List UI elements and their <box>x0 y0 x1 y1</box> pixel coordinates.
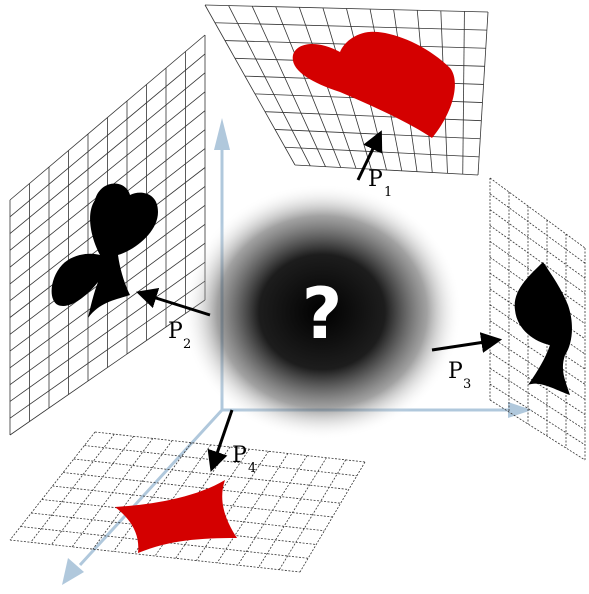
grid-line <box>204 4 296 166</box>
grid-line <box>275 6 342 168</box>
grid-line <box>9 53 206 218</box>
grid-line <box>298 7 357 169</box>
label-p2-index: 2 <box>183 337 191 352</box>
grid-line <box>489 177 586 249</box>
grid-line <box>489 336 586 400</box>
grid-line <box>489 241 586 309</box>
label-p4: P 4 <box>232 443 256 476</box>
arrow-p3 <box>431 332 503 353</box>
arrow-p1 <box>356 130 383 181</box>
grid-line <box>9 539 301 573</box>
grid-line <box>284 146 480 158</box>
heart-shape <box>292 31 455 138</box>
grid-line <box>264 111 482 122</box>
grid-line <box>258 457 327 568</box>
label-p3: P 3 <box>448 359 471 392</box>
grid-line <box>92 440 173 550</box>
label-p3-letter: P <box>448 359 463 384</box>
grid-line <box>9 91 206 251</box>
label-p2: P 2 <box>168 319 191 352</box>
label-p4-index: 4 <box>248 461 256 476</box>
axis-vertical-arrowhead <box>214 118 230 150</box>
grid-line <box>73 458 349 490</box>
grid-line <box>214 22 487 31</box>
grid-line <box>278 459 347 570</box>
unknown-object-blob <box>182 184 462 440</box>
axis-horizontal-arrowhead <box>508 402 532 418</box>
grid-line <box>489 383 586 446</box>
grid-line <box>489 367 586 431</box>
grid-line <box>9 34 206 201</box>
grid-line <box>9 72 206 234</box>
grid-line <box>462 11 465 175</box>
label-p1-index: 1 <box>384 185 392 200</box>
grid-line <box>196 451 269 561</box>
grid-line <box>9 242 206 385</box>
label-p2-letter: P <box>168 319 183 344</box>
grid-line <box>489 193 586 264</box>
grid-line <box>9 431 96 541</box>
grid-line <box>113 442 192 552</box>
grid-line <box>216 453 289 564</box>
axis-depth <box>78 408 224 567</box>
grid-line <box>204 4 489 13</box>
grid-line <box>9 299 206 436</box>
grid-line <box>31 512 317 545</box>
label-p4-letter: P <box>232 443 247 468</box>
club-shape <box>51 183 159 318</box>
grid-line <box>30 433 115 543</box>
grid-line <box>489 399 586 461</box>
grid-line <box>41 499 325 532</box>
label-p1: P 1 <box>368 167 392 200</box>
axis-depth-arrowhead <box>62 558 84 585</box>
spade-shape <box>514 262 572 395</box>
grid-line <box>84 445 357 477</box>
grid-line <box>63 472 341 504</box>
arrow-p4 <box>207 409 234 472</box>
grid-line <box>251 6 326 167</box>
grid-line <box>294 164 479 176</box>
label-p1-letter: P <box>368 167 383 192</box>
diamond-shape <box>115 480 237 553</box>
projection-arrows <box>135 130 503 472</box>
grid-line <box>9 261 206 402</box>
grid-line <box>489 320 586 385</box>
grid-line <box>228 5 311 167</box>
arrow-p2 <box>135 288 211 317</box>
grid-right-plane <box>489 177 586 461</box>
grid-line <box>477 11 489 176</box>
label-p3-index: 3 <box>463 377 471 392</box>
center-question-mark: ? <box>302 273 343 355</box>
grid-line <box>489 225 586 294</box>
